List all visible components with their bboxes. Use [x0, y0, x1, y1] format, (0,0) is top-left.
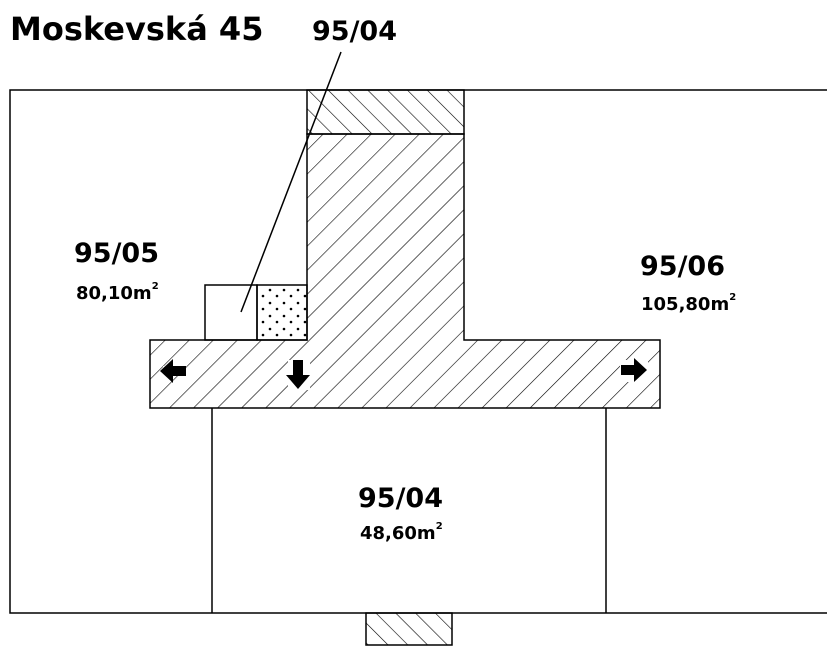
parcel-95-05: 95/05 80,10m2 — [74, 238, 159, 304]
parcel-id: 95/04 — [358, 483, 443, 514]
parcel-area: 80,10m2 — [76, 281, 159, 304]
small-room — [204, 284, 258, 341]
parcel-95-04: 95/04 48,60m2 — [358, 483, 443, 544]
parcel-area: 105,80m2 — [641, 292, 736, 315]
callout-label: 95/04 — [312, 16, 397, 47]
corridor-hatch — [149, 133, 661, 409]
parcel-area: 48,60m2 — [360, 521, 443, 544]
dotted-room — [256, 284, 308, 341]
parcel-id: 95/06 — [640, 251, 725, 282]
top-hatch-block — [306, 89, 465, 135]
arrow-down-icon — [286, 360, 310, 390]
arrow-right-icon — [620, 358, 648, 382]
callout-leader — [240, 51, 342, 313]
arrow-left-icon — [160, 359, 186, 383]
parcel-95-06: 95/06 105,80m2 — [640, 251, 736, 315]
bottom-hatch-block — [365, 612, 453, 646]
page-title: Moskevská 45 — [10, 10, 263, 48]
parcel-id: 95/05 — [74, 238, 159, 269]
